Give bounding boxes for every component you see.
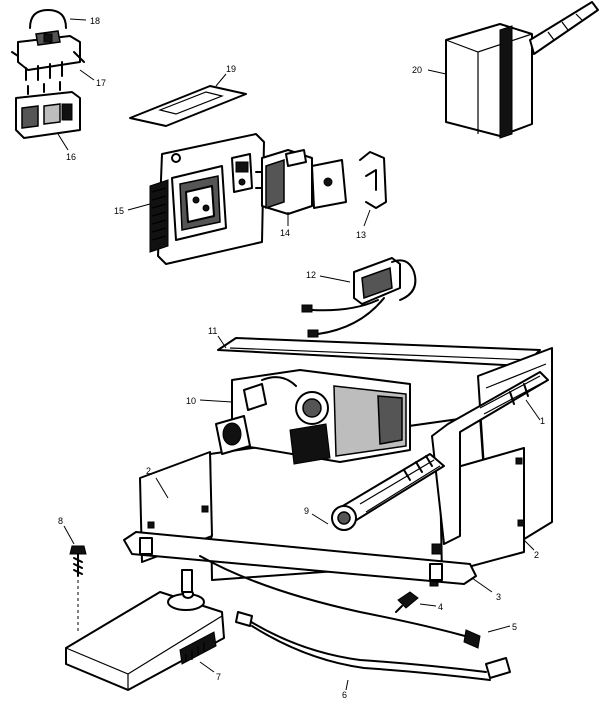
leader-lines — [155, 477, 535, 633]
part-19-gasket — [129, 73, 247, 127]
callout-1: 1 — [540, 416, 545, 426]
part-9-burner — [311, 453, 445, 531]
callout-13: 13 — [356, 230, 366, 240]
part-13-bracket — [359, 151, 387, 227]
callout-labels: 1 2 2 3 4 5 6 7 8 9 10 11 12 13 14 15 16… — [58, 16, 545, 700]
callout-2: 2 — [146, 466, 151, 476]
callout-12: 12 — [306, 270, 316, 280]
callout-2: 2 — [534, 550, 539, 560]
part-16-relay-base — [15, 81, 81, 151]
part-6-wire-harness — [199, 555, 511, 691]
part-7-igniter — [65, 569, 225, 691]
part-3-front-rail — [123, 531, 493, 593]
part-15-control-plate — [127, 133, 265, 265]
callout-3: 3 — [496, 592, 501, 602]
part-1-manifold — [431, 371, 549, 545]
callout-16: 16 — [66, 152, 76, 162]
callout-14: 14 — [280, 228, 290, 238]
callout-4: 4 — [438, 602, 443, 612]
part-18-wire-clip — [29, 9, 87, 29]
callout-17: 17 — [96, 78, 106, 88]
part-14-relay — [255, 149, 347, 226]
callout-6: 6 — [342, 690, 347, 700]
part-11-cover-strip — [217, 335, 541, 367]
part-4-bolt — [395, 591, 437, 613]
callout-8: 8 — [58, 516, 63, 526]
callout-18: 18 — [90, 16, 100, 26]
part-12-sensor — [301, 257, 417, 338]
callout-5: 5 — [512, 622, 517, 632]
callout-10: 10 — [186, 396, 196, 406]
callout-7: 7 — [216, 672, 221, 682]
callout-9: 9 — [304, 506, 309, 516]
callout-15: 15 — [114, 206, 124, 216]
part-10-gas-valve — [199, 369, 411, 465]
callout-11: 11 — [208, 326, 217, 336]
part-8-screw — [63, 525, 87, 634]
callout-20: 20 — [412, 65, 422, 75]
part-17-terminal-block — [11, 30, 95, 81]
callout-19: 19 — [226, 64, 236, 74]
part-20-control-box — [427, 1, 599, 139]
